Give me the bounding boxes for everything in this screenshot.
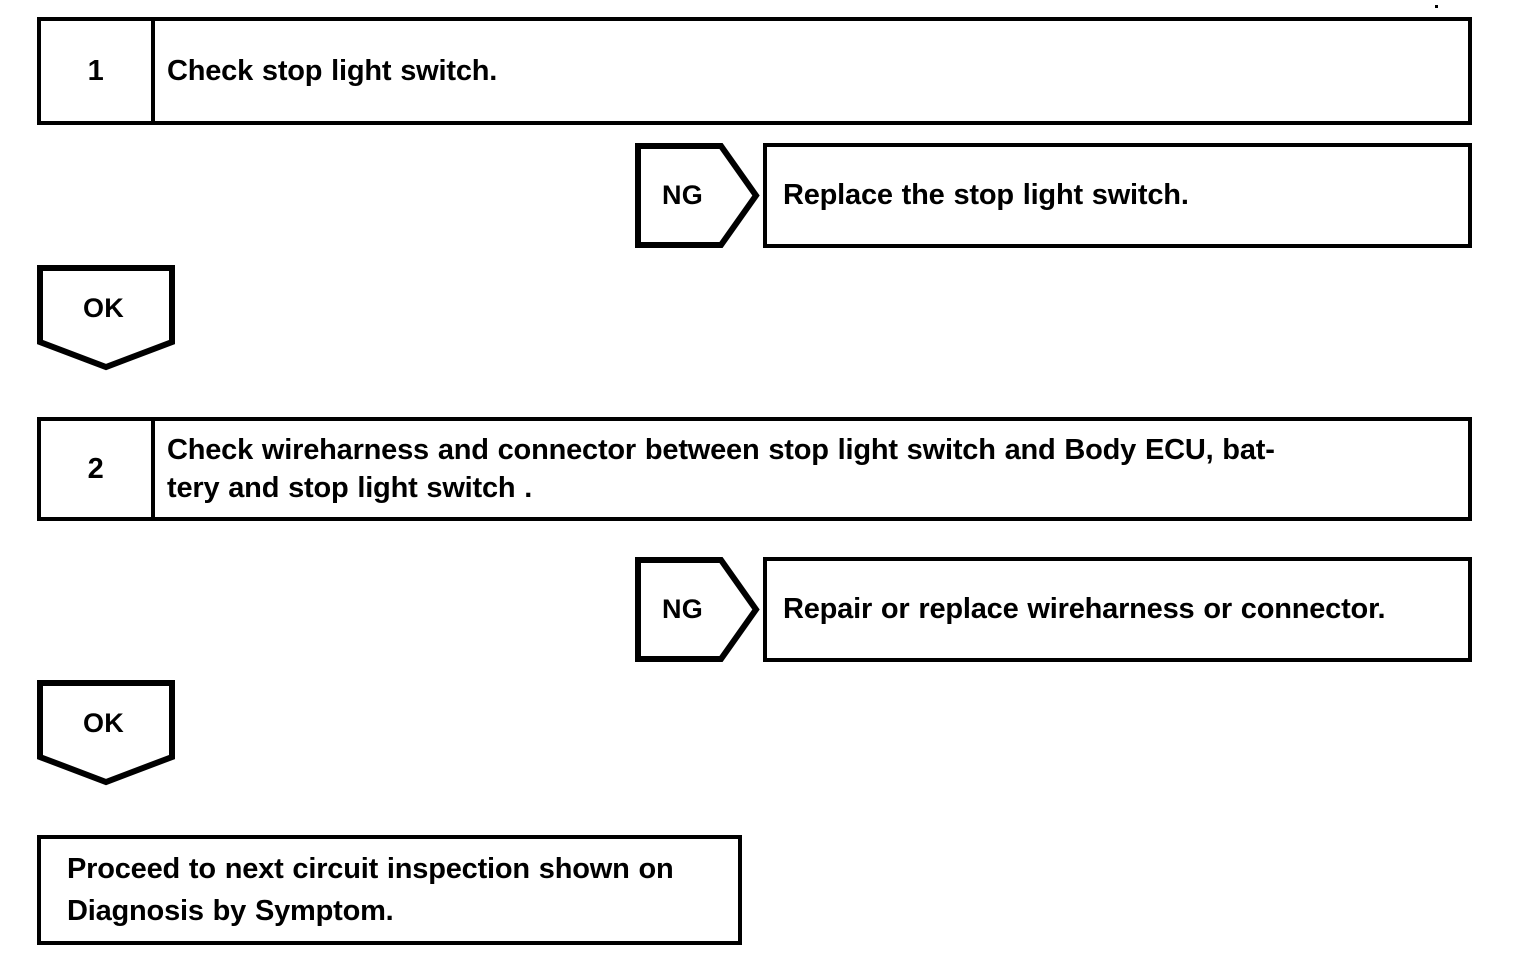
final-text: Proceed to next circuit inspection shown… — [67, 848, 674, 932]
result-1-text: Replace the stop light switch. — [783, 179, 1189, 212]
result-box-1[interactable]: Replace the stop light switch. — [763, 143, 1472, 248]
pentagon-down-icon — [37, 680, 175, 786]
pentagon-down-icon — [37, 265, 175, 371]
result-box-2[interactable]: Repair or replace wireharness or connect… — [763, 557, 1472, 662]
result-2-text: Repair or replace wireharness or connect… — [783, 593, 1386, 626]
step-box-1[interactable]: 1 Check stop light switch. — [37, 17, 1472, 125]
pentagon-right-icon — [635, 557, 760, 662]
scan-speck-artifact — [1435, 5, 1438, 8]
connector-ok-2[interactable]: OK — [37, 680, 175, 786]
connector-ok-1[interactable]: OK — [37, 265, 175, 371]
connector-ng-2[interactable]: NG — [635, 557, 760, 662]
final-text-line-1: Proceed to next circuit inspection shown… — [67, 852, 674, 885]
final-text-line-2: Diagnosis by Symptom. — [67, 895, 394, 927]
step-box-2[interactable]: 2 Check wireharness and connector betwee… — [37, 417, 1472, 521]
connector-ng-1[interactable]: NG — [635, 143, 760, 248]
step-2-text: Check wireharness and connector between … — [155, 421, 1468, 517]
final-box[interactable]: Proceed to next circuit inspection shown… — [37, 835, 742, 945]
step-1-text: Check stop light switch. — [167, 54, 498, 87]
step-1-number: 1 — [41, 21, 155, 121]
step-2-text-line-1: Check wireharness and connector between … — [167, 433, 1275, 466]
step-2-number: 2 — [41, 421, 155, 517]
pentagon-right-icon — [635, 143, 760, 248]
step-2-text-line-2: tery and stop light switch . — [167, 472, 533, 504]
